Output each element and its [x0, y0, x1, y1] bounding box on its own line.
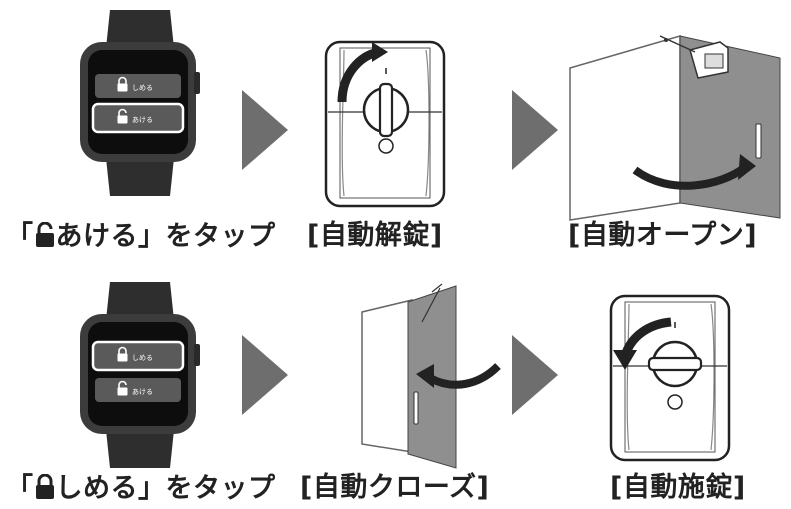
arrow-right-icon — [512, 335, 558, 415]
caption-bracket: 「 — [6, 221, 34, 252]
lock-unit-auto-lock — [609, 294, 731, 462]
door-auto-close — [361, 283, 501, 469]
watch-strap-bottom — [106, 158, 174, 196]
watch-crown — [194, 344, 200, 366]
watch-screen — [88, 322, 188, 426]
caption-auto-lock: [自動施錠] — [610, 472, 746, 503]
door-handle — [413, 391, 419, 425]
smartwatch-unlock-screen: しめる あける — [80, 10, 200, 196]
caption-auto-open: [自動オープン] — [568, 220, 758, 251]
door-frame — [361, 299, 413, 453]
arrow-right-icon — [512, 90, 558, 170]
door-frame — [569, 35, 681, 221]
watch-lock-button[interactable]: しめる — [95, 74, 181, 98]
watch-crown — [194, 72, 200, 94]
caption-tap-lock: 「しめる」をタップ — [6, 473, 276, 504]
caption-auto-close: [自動クローズ] — [300, 472, 490, 503]
caption-lock-text: しめる」をタップ — [55, 473, 276, 504]
watch-lock-label: しめる — [132, 354, 153, 362]
locked-padlock-icon — [117, 76, 128, 92]
door-panel-open — [679, 35, 781, 219]
caption-tap-unlock: 「あける」をタップ — [6, 221, 276, 252]
watch-strap-top — [106, 282, 174, 320]
thumb-turn-knob — [647, 356, 703, 372]
arrow-right-icon — [242, 90, 288, 170]
watch-unlock-button[interactable]: あける — [91, 102, 185, 134]
door-auto-open — [569, 35, 781, 221]
curved-arrow-icon — [632, 164, 747, 190]
lock-button-dot — [667, 394, 683, 410]
curved-arrow-icon — [428, 363, 501, 389]
caption-bracket: 「 — [6, 473, 34, 504]
caption-auto-unlock: [自動解錠] — [307, 220, 443, 251]
door-closer-arm — [421, 283, 443, 323]
locked-padlock-icon — [35, 473, 54, 499]
smartwatch-lock-screen: しめる あける — [80, 282, 200, 468]
door-handle — [755, 123, 762, 159]
watch-screen — [88, 50, 188, 154]
watch-unlock-button[interactable]: あける — [95, 378, 181, 402]
thumb-turn-knob — [378, 82, 394, 138]
watch-strap-top — [106, 10, 174, 48]
watch-lock-label: しめる — [132, 84, 153, 92]
watch-unlock-label: あける — [132, 388, 153, 396]
caption-unlock-text: あける」をタップ — [55, 221, 276, 252]
unlocked-padlock-icon — [117, 380, 128, 396]
watch-strap-bottom — [106, 430, 174, 468]
watch-lock-button[interactable]: しめる — [91, 340, 185, 372]
watch-unlock-label: あける — [132, 116, 153, 124]
locked-padlock-icon — [117, 346, 128, 362]
door-opener-device — [659, 35, 729, 79]
arrow-right-icon — [242, 335, 288, 415]
lock-button-dot — [378, 138, 394, 154]
lock-unit-auto-unlock — [324, 40, 446, 208]
unlocked-padlock-icon — [117, 108, 128, 124]
unlocked-padlock-icon — [35, 221, 54, 247]
